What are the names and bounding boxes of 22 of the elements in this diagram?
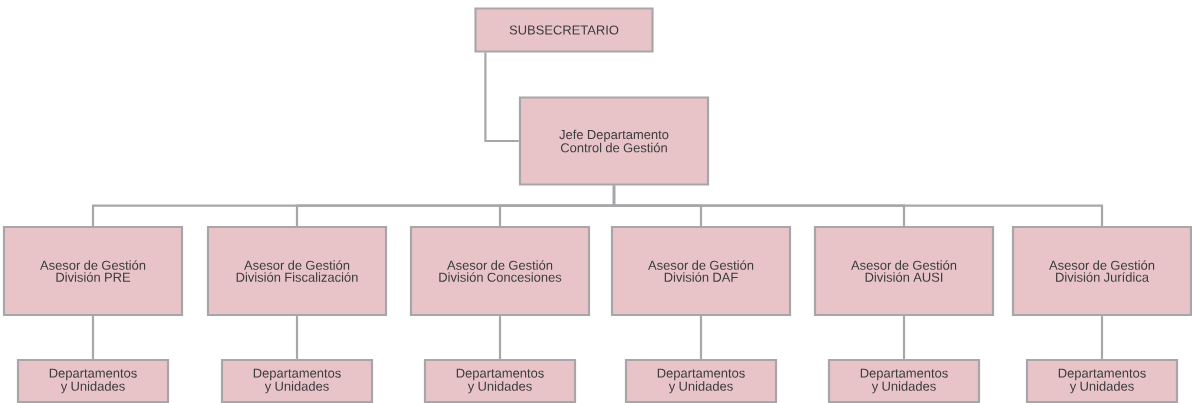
connector-line <box>91 316 95 359</box>
position-box: Asesor de Gestión División Jurídica <box>1011 225 1192 317</box>
connector-line <box>1100 316 1104 359</box>
position-box: Asesor de Gestión División Fiscalización <box>206 225 388 317</box>
position-box: SUBSECRETARIO <box>474 7 654 53</box>
connector-line <box>295 316 299 359</box>
position-box: Departamentos y Unidades <box>16 358 170 403</box>
position-box: Asesor de Gestión División AUSI <box>813 225 995 317</box>
position-box: Asesor de Gestión División DAF <box>610 225 792 317</box>
connector-line <box>484 52 519 143</box>
position-box: Jefe Departamento Control de Gestión <box>518 96 710 186</box>
position-box: Asesor de Gestión División PRE <box>2 225 184 317</box>
position-box: Asesor de Gestión División Concesiones <box>409 225 591 317</box>
position-box: Departamentos y Unidades <box>1025 358 1179 403</box>
position-box: Departamentos y Unidades <box>220 358 374 403</box>
connector-line <box>498 316 502 359</box>
position-box: Departamentos y Unidades <box>423 358 577 403</box>
connector-line <box>902 316 906 359</box>
connector-line <box>699 316 703 359</box>
connector-line <box>612 185 1104 226</box>
position-box: Departamentos y Unidades <box>624 358 778 403</box>
position-box: Departamentos y Unidades <box>827 358 981 403</box>
